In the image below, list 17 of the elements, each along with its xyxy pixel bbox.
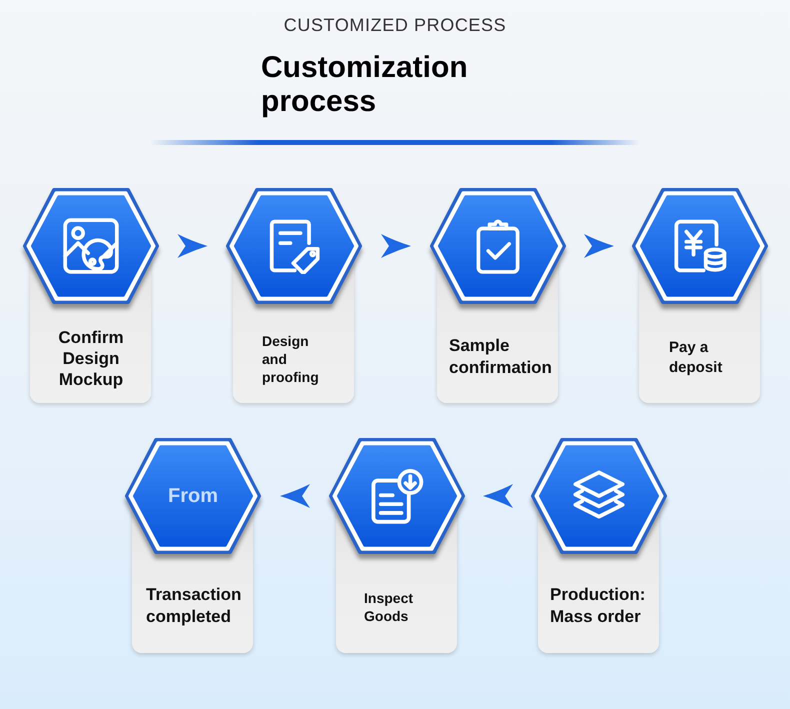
process-step [530,437,668,653]
process-step [225,187,363,403]
process-step [22,187,160,403]
process-step [328,437,466,653]
step-label: Pay a deposit [669,338,724,378]
step-label: Design and proofing [262,332,320,386]
title: Customization process [261,51,469,119]
step-label: Inspect Goods [364,589,414,625]
section-heading: CUSTOMIZED PROCESS [284,14,506,37]
process-step [429,187,567,403]
step-label: Transaction completed [146,584,242,628]
hexagon-label: From [168,484,218,508]
process-step [124,437,262,653]
process-step [631,187,769,403]
step-label: Confirm Design Mockup [57,327,125,390]
step-label: Production: Mass order [550,584,646,628]
step-label: Sample confirmation [449,335,553,379]
